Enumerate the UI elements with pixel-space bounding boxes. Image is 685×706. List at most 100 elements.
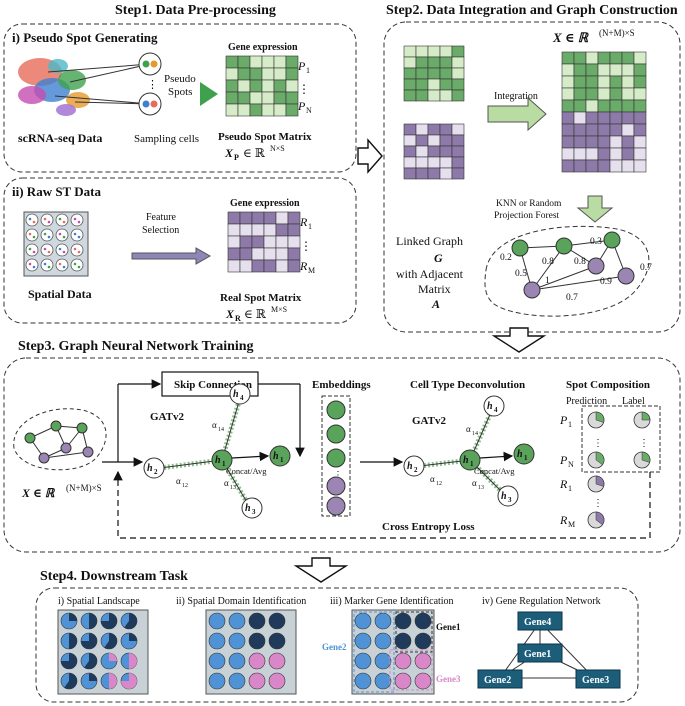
matrix-cell xyxy=(263,235,277,249)
matrix-cell xyxy=(287,259,301,273)
matrix-cell xyxy=(597,123,611,137)
matrix-cell xyxy=(451,67,465,80)
matrix-cell xyxy=(621,75,635,89)
step4-title: Step4. Downstream Task xyxy=(40,569,188,584)
domain-spot xyxy=(208,672,226,690)
matrix-cell xyxy=(597,51,611,65)
matrix-cell xyxy=(427,123,441,136)
matrix-cell xyxy=(403,123,417,136)
matrix-cell xyxy=(439,67,453,80)
linked-graph: 0.2 0.8 0.3 0.5 0.8 0.7 1 0.9 0.7 xyxy=(500,231,652,303)
matrix-cell xyxy=(239,259,253,273)
svg-text:iv) Gene Regulation Network: iv) Gene Regulation Network xyxy=(482,596,601,607)
marker-spot xyxy=(414,612,432,630)
matrix-cell xyxy=(621,99,635,113)
spatial-data-grid xyxy=(23,211,89,277)
svg-text:⋮: ⋮ xyxy=(333,470,343,481)
svg-text:h: h xyxy=(147,463,153,474)
svg-text:0.8: 0.8 xyxy=(574,257,586,267)
step1-title: Step1. Data Pre-processing xyxy=(115,3,276,18)
svg-text:2: 2 xyxy=(154,468,158,476)
knn-label-1: KNN or Random xyxy=(496,199,562,209)
marker-spot xyxy=(394,632,412,650)
embeddings-label: Embeddings xyxy=(312,379,371,391)
gene1-region xyxy=(395,611,433,653)
matrix-cell xyxy=(403,78,417,91)
input-graph xyxy=(24,420,94,464)
matrix-cell xyxy=(585,99,599,113)
step2-panel xyxy=(383,21,681,333)
gat-attention-1: h 2 h 1 h 4 h 3 h 1 α 14 α 12 α 13 Conca… xyxy=(143,383,291,519)
matrix-cell xyxy=(561,123,575,137)
svg-text:α: α xyxy=(430,474,435,484)
matrix-cell xyxy=(285,79,299,93)
svg-text:Matrix: Matrix xyxy=(418,282,451,296)
matrix-cell xyxy=(415,145,429,158)
matrix-cell xyxy=(621,111,635,125)
spatial-spot xyxy=(70,228,84,242)
svg-text:h: h xyxy=(463,455,469,466)
svg-text:0.8: 0.8 xyxy=(542,257,554,267)
embedding-nodes: ⋮ xyxy=(326,400,346,516)
matrix-cell xyxy=(273,67,287,81)
matrix-cell xyxy=(273,55,287,69)
matrix-cell xyxy=(621,135,635,149)
composition-pies: ⋮⋮⋮ xyxy=(587,411,651,529)
matrix-cell xyxy=(415,89,429,102)
gene4-node xyxy=(517,611,563,631)
matrix-cell xyxy=(585,135,599,149)
knn-label-2: Projection Forest xyxy=(494,211,560,221)
matrix-cell xyxy=(439,56,453,69)
matrix-cell xyxy=(597,159,611,173)
matrix-cell xyxy=(251,247,265,261)
matrix-cell xyxy=(227,259,241,273)
matrix-cell xyxy=(609,135,623,149)
matrix-cell xyxy=(427,134,441,147)
matrix-cell xyxy=(609,159,623,173)
svg-text:12: 12 xyxy=(436,481,442,487)
spot-composition-box xyxy=(581,405,661,473)
spot-composition-label: Spot Composition xyxy=(566,379,650,391)
matrix-cell xyxy=(439,156,453,169)
matrix-cell xyxy=(597,147,611,161)
matrix-cell xyxy=(237,55,251,69)
pseudo-matrix-label: Pseudo Spot Matrix xyxy=(218,131,312,143)
svg-text:1: 1 xyxy=(524,454,528,462)
matrix-cell xyxy=(237,91,251,105)
matrix-cell xyxy=(285,91,299,105)
step2-purple-matrix xyxy=(403,123,465,180)
gene-regulation-network: Gene4 Gene1 Gene2 Gene3 xyxy=(477,611,621,689)
svg-text:Concat/Avg: Concat/Avg xyxy=(226,466,267,476)
matrix-cell xyxy=(237,79,251,93)
matrix-cell xyxy=(451,156,465,169)
domain-spot xyxy=(268,672,286,690)
matrix-cell xyxy=(249,103,263,117)
marker-spot xyxy=(414,632,432,650)
matrix-cell xyxy=(609,147,623,161)
matrix-cell xyxy=(585,51,599,65)
svg-text:h: h xyxy=(273,451,279,462)
matrix-cell xyxy=(285,103,299,117)
embeddings-box xyxy=(321,395,351,517)
matrix-cell xyxy=(415,123,429,136)
matrix-cell xyxy=(263,247,277,261)
matrix-cell xyxy=(573,75,587,89)
svg-text:2: 2 xyxy=(414,466,418,474)
matrix-cell xyxy=(275,211,289,225)
svg-text:α: α xyxy=(212,420,217,430)
spatial-spot xyxy=(40,258,54,272)
spatial-spot xyxy=(55,243,69,257)
svg-text:Concat/Avg: Concat/Avg xyxy=(474,466,515,476)
matrix-cell xyxy=(573,63,587,77)
svg-text:Gene3: Gene3 xyxy=(436,674,461,684)
matrix-cell xyxy=(561,87,575,101)
domain-spot xyxy=(228,652,246,670)
svg-text:1: 1 xyxy=(222,460,226,468)
matrix-cell xyxy=(573,147,587,161)
matrix-cell xyxy=(585,159,599,173)
svg-text:X ∈ ℝ: X ∈ ℝ xyxy=(21,486,56,500)
matrix-cell xyxy=(597,75,611,89)
step4-panel xyxy=(35,587,639,703)
matrix-cell xyxy=(585,75,599,89)
domain-spot xyxy=(268,652,286,670)
